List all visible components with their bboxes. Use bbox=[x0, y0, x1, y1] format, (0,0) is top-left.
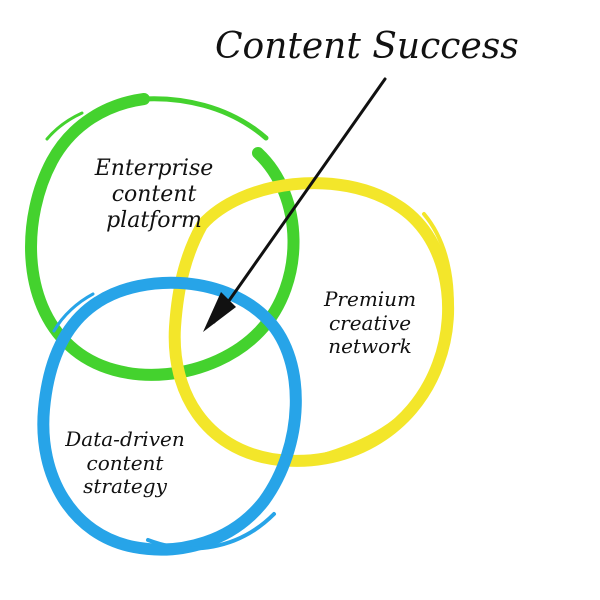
enterprise-label-line-3: platform bbox=[106, 207, 202, 233]
enterprise-label-line-1: Enterprise bbox=[94, 156, 214, 181]
premium-circle-group bbox=[168, 177, 455, 467]
arrow-head bbox=[203, 292, 236, 332]
data-circle bbox=[37, 276, 302, 556]
enterprise-circle bbox=[25, 93, 300, 381]
data-circle-tail bbox=[146, 512, 276, 551]
data-circle-flick bbox=[52, 292, 95, 333]
data-label-line-1: Data-driven bbox=[65, 427, 185, 451]
data-circle-group bbox=[37, 276, 302, 556]
diagram-title: Content Success bbox=[215, 26, 519, 67]
premium-circle-tail bbox=[422, 212, 454, 338]
enterprise-label-line-2: content bbox=[111, 181, 197, 207]
enterprise-circle-flick bbox=[45, 111, 84, 141]
premium-circle-flick bbox=[316, 418, 397, 458]
premium-label-line-3: network bbox=[328, 334, 412, 359]
premium-label: Premium creative network bbox=[290, 287, 450, 359]
premium-label-line-1: Premium bbox=[323, 287, 417, 311]
premium-label-line-2: creative bbox=[328, 310, 412, 335]
arrow-shaft bbox=[212, 77, 387, 324]
data-label: Data-driven content strategy bbox=[36, 427, 214, 499]
premium-circle bbox=[168, 177, 455, 467]
data-label-line-2: content bbox=[86, 450, 164, 475]
arrow-icon bbox=[203, 77, 387, 332]
enterprise-label: Enterprise content platform bbox=[64, 156, 244, 234]
enterprise-circle-group bbox=[25, 93, 300, 381]
enterprise-circle-tail bbox=[140, 96, 269, 141]
data-label-line-3: strategy bbox=[83, 474, 167, 499]
